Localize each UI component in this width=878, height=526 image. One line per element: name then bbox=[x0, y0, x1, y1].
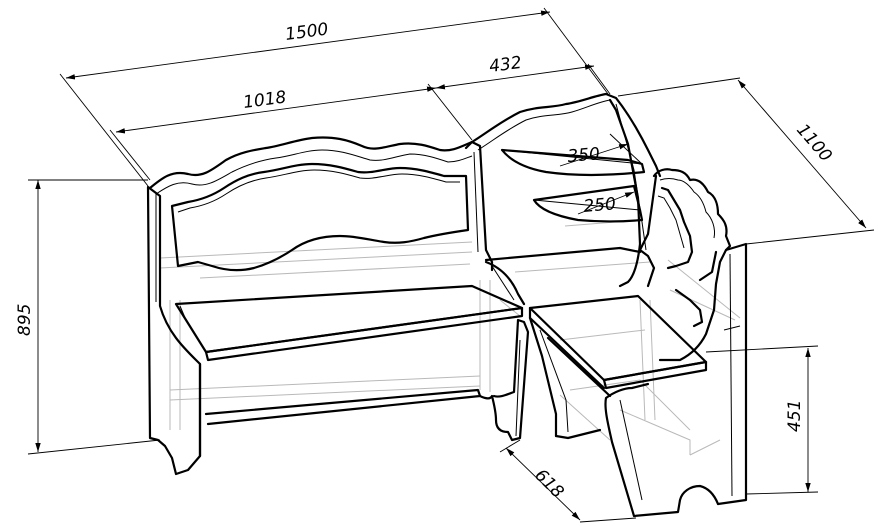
dimension-lines bbox=[27, 7, 875, 523]
corner-back-panel bbox=[470, 92, 662, 306]
dim-label-451: 451 bbox=[785, 400, 805, 432]
leader-250 bbox=[577, 191, 635, 215]
dim-label-432: 432 bbox=[488, 53, 523, 77]
dim-line-618 bbox=[505, 447, 581, 521]
left-side-panel bbox=[146, 185, 202, 476]
dim-label-618: 618 bbox=[530, 465, 567, 502]
dim-label-250: 250 bbox=[583, 194, 617, 217]
left-seat bbox=[174, 284, 530, 458]
right-seat bbox=[528, 294, 708, 440]
dim-line-432 bbox=[435, 64, 595, 90]
dim-label-1100: 1100 bbox=[792, 120, 835, 166]
corner-shelves bbox=[500, 133, 646, 223]
dim-label-1500: 1500 bbox=[284, 19, 330, 44]
right-side-panel bbox=[604, 242, 748, 518]
dim-line-1018 bbox=[115, 86, 437, 134]
dim-label-350: 350 bbox=[567, 144, 601, 167]
dim-line-1100 bbox=[737, 79, 867, 229]
dim-line-1500 bbox=[65, 10, 551, 80]
dimension-labels: 1500 1018 432 1100 895 451 618 350 250 bbox=[15, 19, 836, 502]
leader-350 bbox=[559, 143, 629, 167]
left-back-panel bbox=[148, 136, 494, 272]
right-back-panel bbox=[638, 168, 732, 362]
dim-label-895: 895 bbox=[15, 304, 35, 336]
